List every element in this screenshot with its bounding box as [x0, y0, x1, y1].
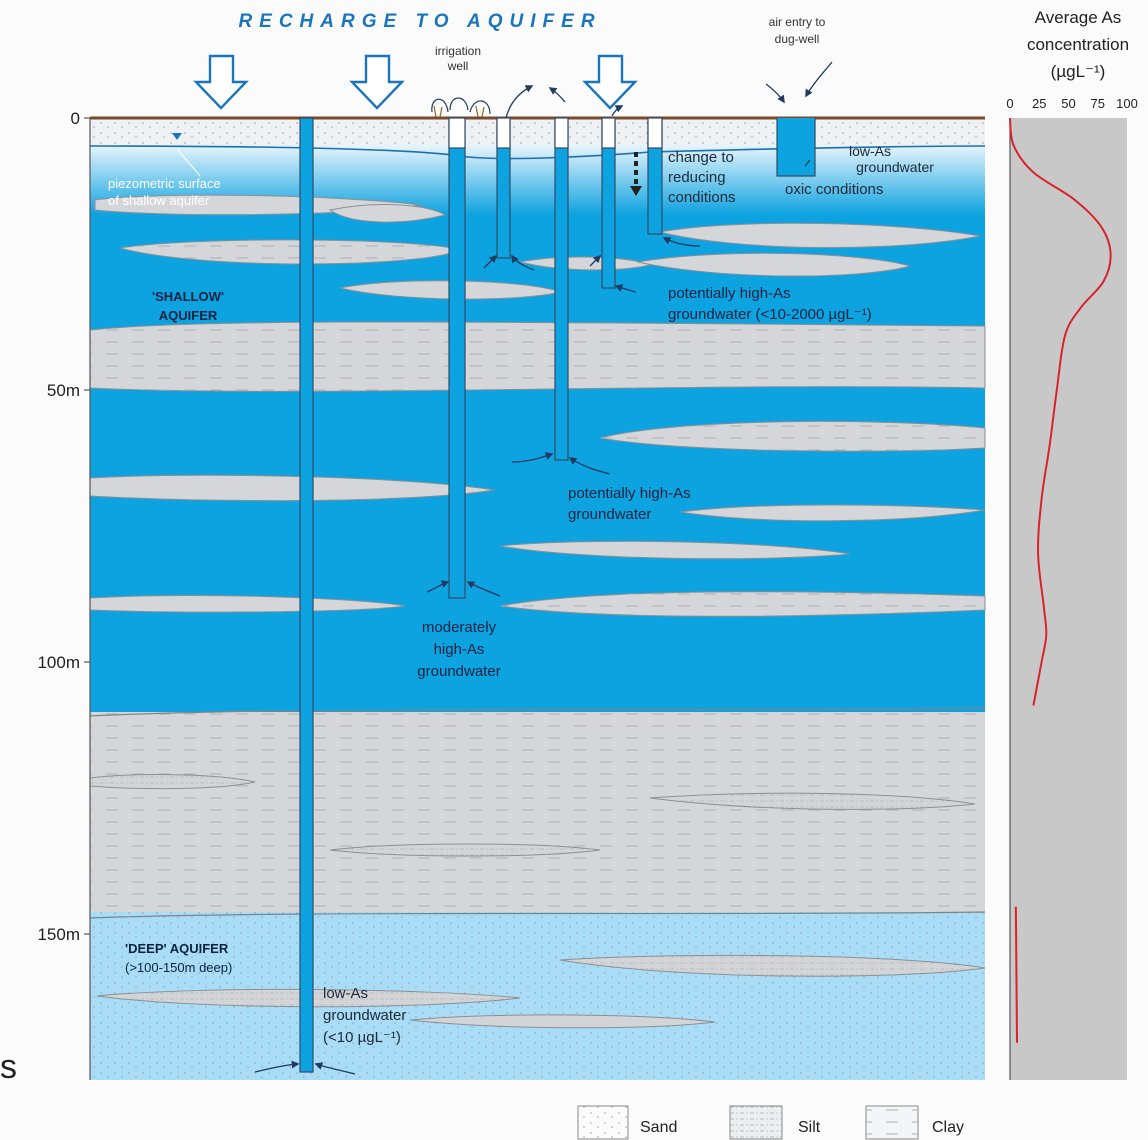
- change-label-1: change to: [668, 149, 734, 166]
- conc-tick-label: 50: [1061, 96, 1075, 111]
- conc-tick-label: 100: [1116, 96, 1138, 111]
- high-as-1-label-1: potentially high-As: [668, 285, 791, 302]
- shallow-aquifer-label-2: AQUIFER: [159, 308, 218, 323]
- legend-sand: Sand: [577, 1105, 677, 1140]
- crops: [433, 105, 485, 118]
- high-as-1-label-2: groundwater (<10-2000 µgL⁻¹): [668, 306, 872, 323]
- deep-aquifer-label-1: 'DEEP' AQUIFER: [125, 941, 229, 956]
- as-profile-line: [1009, 117, 1112, 706]
- irrigation-label-1: irrigation: [435, 44, 481, 58]
- conc-tick-label: 0: [1006, 96, 1013, 111]
- change-label-3: conditions: [668, 189, 736, 206]
- legend-silt-label: Silt: [798, 1119, 821, 1136]
- moderately-label-1: moderately: [422, 619, 497, 636]
- low-as-deep-label-2: groundwater: [323, 1007, 406, 1024]
- shallow-aquifer-label-1: 'SHALLOW': [152, 289, 224, 304]
- flow-arrows: [254, 61, 833, 1075]
- conc-tick-label: 25: [1032, 96, 1046, 111]
- high-as-2-label-2: groundwater: [568, 506, 651, 523]
- labels: RECHARGE TO AQUIFER irrigation well air …: [0, 11, 934, 1086]
- legend: Sand Silt Clay: [577, 1105, 964, 1140]
- depth-tick-label: 0: [71, 109, 80, 128]
- moderately-label-2: high-As: [434, 641, 485, 658]
- low-as-top-label-2: groundwater: [856, 159, 934, 175]
- legend-clay: Clay: [865, 1105, 964, 1140]
- high-as-2-label-1: potentially high-As: [568, 485, 691, 502]
- recharge-arrow-1: [193, 54, 249, 110]
- recharge-arrow-2: [349, 54, 405, 110]
- conc-plot-area: [1010, 118, 1127, 1080]
- recharge-arrow-3: [582, 54, 638, 110]
- legend-sand-label: Sand: [640, 1119, 677, 1136]
- low-as-deep-label-1: low-As: [323, 985, 368, 1002]
- depth-tick-label: 50m: [47, 381, 80, 400]
- cross-section: 0 50m 100m 150m: [37, 54, 986, 1080]
- moderately-label-3: groundwater: [417, 663, 500, 680]
- depth-tick-label: 100m: [37, 653, 80, 672]
- deep-well: [299, 117, 314, 1073]
- legend-silt: Silt: [729, 1105, 821, 1140]
- recharge-title: RECHARGE TO AQUIFER: [238, 11, 601, 32]
- concentration-panel: Average As concentration (µgL⁻¹) 0 25 50 75…: [1006, 8, 1138, 1080]
- shallow-well-2: [554, 117, 569, 461]
- piezometric-label-2: of shallow aquifer: [108, 193, 210, 208]
- deep-aquifer-label-2: (>100-150m deep): [125, 960, 232, 975]
- low-as-deep-label-3: (<10 µgL⁻¹): [323, 1029, 401, 1046]
- irrigation-spray: [431, 97, 491, 115]
- piezometric-line: [89, 145, 986, 160]
- irrigation-label-2: well: [447, 59, 469, 73]
- conc-title-2: concentration: [1027, 35, 1129, 54]
- depth-axis: 0 50m 100m 150m: [37, 109, 91, 1080]
- depth-tick-label: 150m: [37, 925, 80, 944]
- conc-title-1: Average As: [1035, 8, 1122, 27]
- dug-well: [776, 118, 816, 177]
- oxic-label: oxic conditions: [785, 181, 883, 198]
- piezometric-label-1: piezometric surface: [108, 176, 221, 191]
- edge-letter: s: [0, 1048, 17, 1086]
- conc-title-3: (µgL⁻¹): [1051, 62, 1106, 81]
- conc-tick-label: 75: [1091, 96, 1105, 111]
- recharge-arrows: [193, 54, 638, 110]
- change-label-2: reducing: [668, 169, 726, 186]
- low-as-top-label-1: low-As: [849, 143, 891, 159]
- air-entry-label-2: dug-well: [775, 32, 820, 46]
- air-entry-label-1: air entry to: [769, 15, 826, 29]
- irrigation-well: [448, 117, 466, 599]
- as-deep-profile-line: [1014, 906, 1019, 1043]
- legend-clay-label: Clay: [932, 1119, 964, 1136]
